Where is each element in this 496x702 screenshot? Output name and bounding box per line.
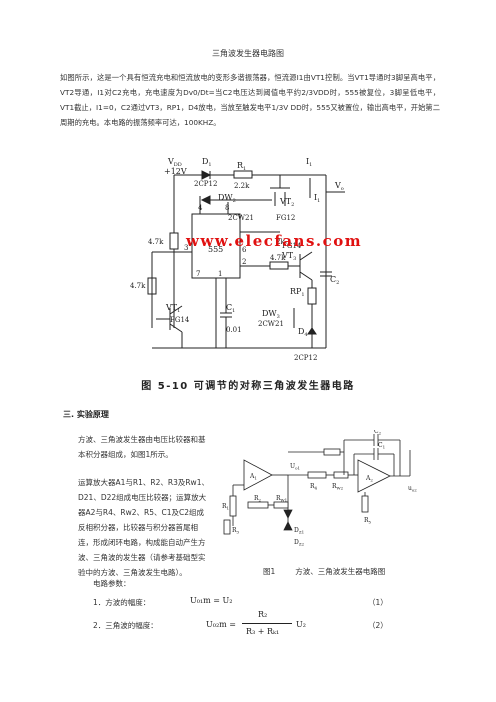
- ic-pin-7: 7: [196, 270, 200, 278]
- i1-current-label: I1: [314, 193, 320, 204]
- page-title: 三角波发生器电路图: [212, 49, 284, 58]
- equation-1-formula: U₀₁m = U₂: [190, 596, 233, 605]
- equation-2-number: （2）: [368, 621, 388, 630]
- vdd-label: VDD: [167, 157, 182, 168]
- equation-1-number: （1）: [368, 598, 388, 607]
- vt1-label: VT1: [165, 303, 180, 314]
- uo2-label: uo2: [408, 485, 417, 493]
- ic-pin-3: 3: [184, 244, 188, 252]
- r5-label-fig1: R5: [364, 517, 372, 525]
- intro-paragraph: 如图所示，这是一个具有恒流充电和恒流放电的变形多谐振荡器，恒流源I1由VT1控制…: [60, 73, 440, 127]
- ic-555-label: 555: [208, 245, 223, 254]
- equation-2-numerator: R₂: [258, 610, 268, 619]
- dz2-label: DZ2: [294, 539, 305, 547]
- dz1-label: DZ1: [294, 527, 304, 535]
- paragraph-1: 方波、三角波发生器由电压比较器和基本积分器组成，如图1所示。: [78, 435, 206, 459]
- r47-label-b: 4.7k: [130, 282, 146, 290]
- r1-label: R1: [237, 161, 246, 172]
- figure-caption: 图 5-10 可调节的对称三角波发生器电路: [141, 381, 355, 392]
- vo-label: Vo: [334, 181, 344, 192]
- dw3-part-label: 2CW21: [258, 320, 284, 328]
- r47-label-a: 4.7k: [148, 238, 164, 246]
- r47-label-c: 4.7k: [270, 254, 286, 262]
- c1-label: C1: [226, 303, 235, 314]
- r1-label-fig1: R1: [222, 503, 229, 511]
- paragraph-2: 运算放大器A1与R1、R2、R3及Rw1、D21、D22组成电压比较器；运算放大…: [78, 478, 209, 577]
- equation-1-label: 1．方波的幅度：: [93, 598, 151, 607]
- r3-label-fig1: R3: [232, 527, 240, 535]
- ic-pin-1: 1: [218, 270, 222, 278]
- figure-2-title: 方波、三角波发生器电路图: [295, 567, 386, 576]
- vt3-part-label: FG14: [282, 242, 302, 250]
- rw2-label-fig1: RW2: [332, 483, 344, 491]
- rw1-label-fig1: RW1: [276, 495, 287, 503]
- r2-label-fig1: R2: [254, 495, 262, 503]
- c2-label: C2: [330, 275, 339, 286]
- equation-2-label: 2．三角波的幅度：: [93, 621, 158, 630]
- section-heading: 三. 实验原理: [63, 410, 109, 419]
- ic-pin-6: 6: [242, 246, 247, 254]
- dw2-part-label: 2CW21: [228, 214, 254, 222]
- r1-value-label: 2.2k: [234, 182, 250, 190]
- vt1-part-label: FG14: [170, 316, 190, 324]
- watermark-text: www.elecfans.com: [186, 232, 363, 250]
- vt2-label: VT2: [279, 197, 294, 208]
- vdd-value-label: +12V: [164, 167, 187, 176]
- dw2-label: DW2: [218, 193, 236, 204]
- equation-2-rhs: U₂: [296, 620, 306, 629]
- figure-2-caption: 图1 方波、三角波发生器电路图: [263, 566, 385, 577]
- d4-part-label: 2CP12: [294, 354, 317, 362]
- equation-2-lhs: U₀₂m =: [206, 620, 236, 629]
- equation-2-fraction-bar: [242, 623, 292, 624]
- equation-2-denominator: R₃ + Rₖ₁: [246, 627, 280, 636]
- r-fragment-label: 2k: [276, 238, 285, 246]
- a1-label: A1: [249, 473, 257, 481]
- vt2-part-label: FG12: [276, 214, 295, 222]
- c1-label-fig1: C1: [378, 442, 385, 450]
- d1-part-label: 2CP12: [194, 180, 217, 188]
- dw3-label: DW3: [262, 309, 280, 320]
- square-triangle-circuit-diagram: C2 C1 Uo1 R1 R2 RW1 R3 R4 RW2 R5 DZ1 DZ2…: [222, 430, 417, 547]
- a2-label: A2: [365, 475, 373, 483]
- i1-label: I1: [306, 157, 312, 168]
- d1-label: D1: [202, 157, 212, 168]
- ic-pin-2: 2: [242, 258, 246, 266]
- vt3-label: VT3: [281, 251, 296, 262]
- params-heading: 电路参数：: [93, 579, 131, 588]
- rp1-label: RP1: [290, 287, 305, 298]
- figure-2-label: 图1: [263, 567, 276, 576]
- ic-pin-8: 8: [225, 204, 229, 212]
- ic-pin-4: 4: [198, 204, 203, 212]
- c2-label-fig1: C2: [374, 430, 382, 436]
- uo1-label: Uo1: [290, 463, 300, 471]
- c1-value-label: 0.01: [226, 326, 242, 334]
- d4-label: D4: [298, 327, 308, 338]
- triangle-wave-circuit-diagram: VDD +12V D1 2CP12 R1 2.2k I1 Vo I1 DW2 2…: [130, 157, 345, 362]
- r4-label-fig1: R4: [310, 483, 318, 491]
